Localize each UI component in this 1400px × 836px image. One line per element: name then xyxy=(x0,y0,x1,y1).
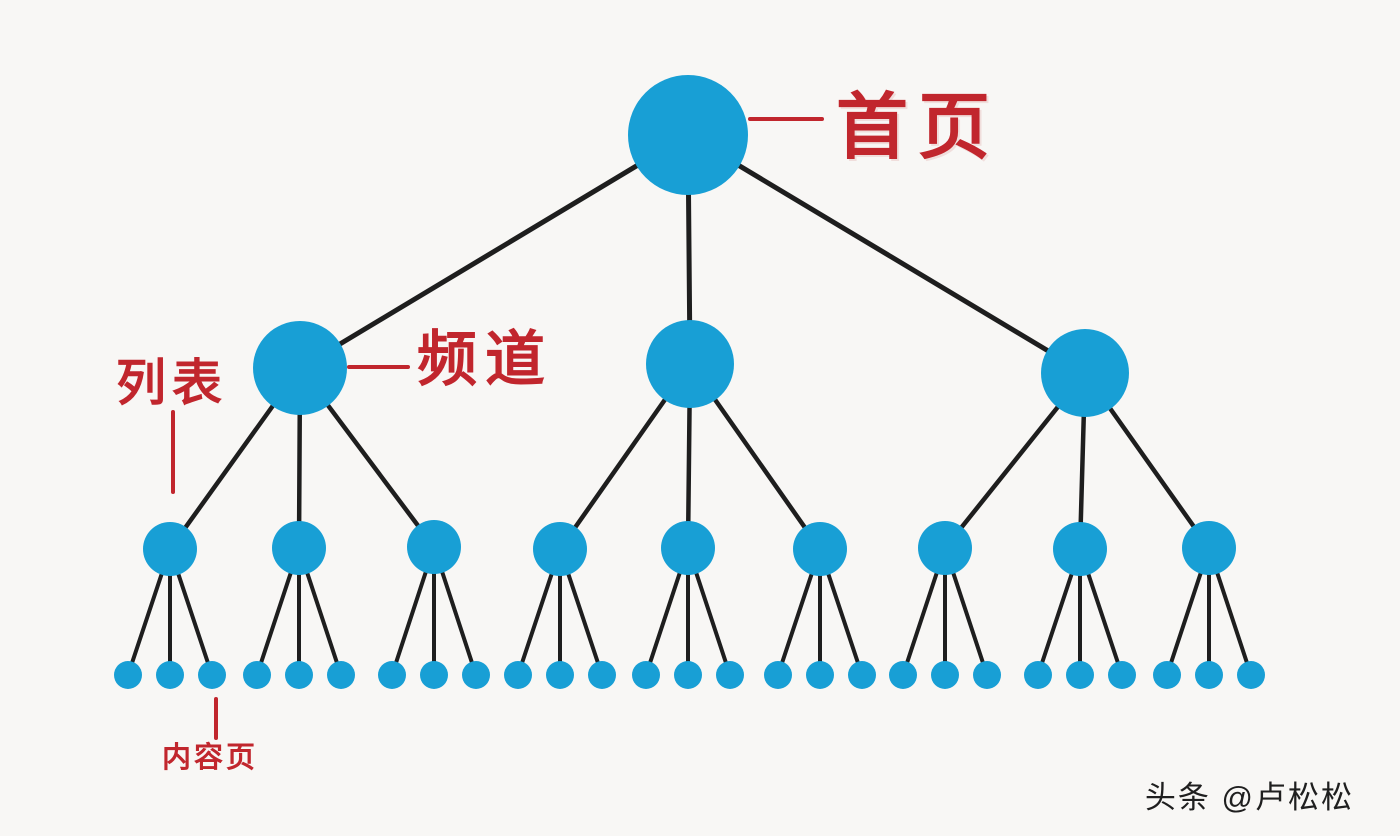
content-page-node xyxy=(504,661,532,689)
content-page-node xyxy=(1195,661,1223,689)
edge-root-channel xyxy=(685,132,1088,376)
content-page-node xyxy=(973,661,1001,689)
content-page-node xyxy=(1024,661,1052,689)
content-page-node xyxy=(198,661,226,689)
content-page-node xyxy=(764,661,792,689)
root-node xyxy=(628,75,748,195)
list-node xyxy=(793,522,847,576)
list-node xyxy=(661,521,715,575)
edge-root-channel xyxy=(297,132,691,371)
content-page-node xyxy=(889,661,917,689)
content-page-node xyxy=(1108,661,1136,689)
content-page-node xyxy=(243,661,271,689)
content-page-node xyxy=(156,661,184,689)
content-page-node xyxy=(674,661,702,689)
content-page-label: 内容页 xyxy=(162,742,259,774)
list-node xyxy=(1053,522,1107,576)
content-page-node xyxy=(462,661,490,689)
content-page-node xyxy=(420,661,448,689)
content-page-node xyxy=(546,661,574,689)
content-page-node xyxy=(931,661,959,689)
content-page-node xyxy=(632,661,660,689)
channel-label: 频道 xyxy=(417,326,553,393)
list-node xyxy=(533,522,587,576)
channel-node xyxy=(253,321,347,415)
content-page-node xyxy=(114,661,142,689)
channel-node xyxy=(1041,329,1129,417)
content-page-node xyxy=(848,661,876,689)
list-node xyxy=(918,521,972,575)
content-page-node xyxy=(285,661,313,689)
watermark-text: 头条 @卢松松 xyxy=(1144,780,1354,815)
list-label: 列表 xyxy=(116,355,228,411)
content-page-node xyxy=(1066,661,1094,689)
content-page-node xyxy=(1237,661,1265,689)
content-page-node xyxy=(716,661,744,689)
list-node xyxy=(143,522,197,576)
content-page-node xyxy=(1153,661,1181,689)
content-page-node xyxy=(806,661,834,689)
content-page-node xyxy=(588,661,616,689)
content-page-node xyxy=(378,661,406,689)
content-page-node xyxy=(327,661,355,689)
list-node xyxy=(272,521,326,575)
list-node xyxy=(407,520,461,574)
home-label: 首页 xyxy=(836,88,1001,168)
channel-node xyxy=(646,320,734,408)
list-node xyxy=(1182,521,1236,575)
